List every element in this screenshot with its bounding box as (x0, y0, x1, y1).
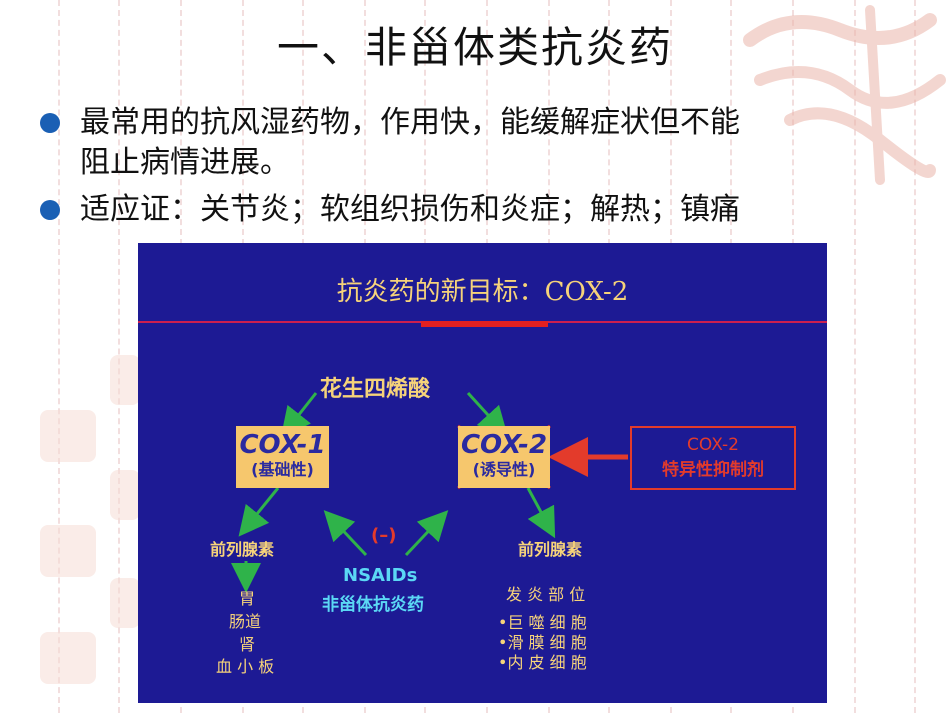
specific-inhibitor-line1: COX-2 (687, 435, 739, 455)
decorative-seal-logo (743, 5, 946, 185)
decorative-seal-small (40, 632, 96, 684)
left-prostaglandin-label: 前列腺素 (210, 540, 275, 559)
decorative-seal-small (40, 525, 96, 577)
arrow-to-cox1 (280, 392, 318, 438)
left-target: 肠道 (229, 612, 262, 631)
source-label: 花生四烯酸 (320, 376, 431, 402)
right-cell-item: •滑 膜 细 胞 (498, 633, 587, 652)
title-accent-bar (421, 321, 548, 327)
cox1-name: COX-1 (239, 430, 326, 460)
bullet-dot-icon (40, 113, 60, 133)
arrow-cox2-to-pg (526, 487, 556, 539)
cox2-name: COX-2 (460, 430, 548, 460)
bullet-item: 最常用的抗风湿药物，作用快，能缓解症状但不能 阻止病情进展。 (40, 103, 740, 183)
cox1-type: (基础性) (251, 460, 314, 479)
arrow-cox1-to-pg (238, 487, 280, 537)
background-guide (854, 0, 856, 713)
bullet-item: 适应证：关节炎；软组织损伤和炎症；解热；镇痛 (40, 190, 740, 230)
cox1-box: COX-1 (基础性) (236, 426, 329, 488)
arrow-to-cox2 (466, 391, 509, 438)
right-cell-item: •巨 噬 细 胞 (498, 613, 587, 632)
right-effect-label: 发 炎 部 位 (506, 585, 586, 604)
bullet-text-line: 适应证：关节炎；软组织损伤和炎症；解热；镇痛 (80, 192, 740, 227)
left-target: 胃 (239, 589, 256, 608)
decorative-seal-small (110, 355, 140, 405)
diagram-title: 抗炎药的新目标：COX-2 (336, 277, 629, 307)
right-cell-item: •内 皮 细 胞 (498, 653, 587, 672)
specific-inhibitor-box: COX-2 特异性抑制剂 (630, 426, 796, 490)
bullet-dot-icon (40, 200, 60, 220)
inhibit-sign: (–) (371, 525, 397, 546)
nsaids-label: NSAIDs (343, 565, 418, 586)
slide-title: 一、非甾体类抗炎药 (276, 23, 673, 72)
bullet-text-line: 阻止病情进展。 (80, 145, 290, 180)
cox-diagram-panel: 抗炎药的新目标：COX-2 花生四烯酸 COX-1 (基础性) COX-2 (诱… (138, 243, 827, 703)
decorative-seal-small (110, 470, 140, 520)
bullet-text-line: 最常用的抗风湿药物，作用快，能缓解症状但不能 (80, 105, 740, 140)
background-guide (58, 0, 60, 713)
background-guide (914, 0, 916, 713)
cox2-box: COX-2 (诱导性) (458, 426, 550, 488)
decorative-seal-small (110, 578, 140, 628)
left-target: 血 小 板 (216, 657, 275, 676)
arrow-nsaids-to-cox1 (323, 510, 368, 557)
nsaids-chinese-label: 非甾体抗炎药 (322, 595, 424, 615)
specific-inhibitor-line2: 特异性抑制剂 (662, 460, 764, 480)
right-prostaglandin-label: 前列腺素 (518, 540, 583, 559)
left-target: 肾 (239, 635, 256, 654)
arrow-nsaids-to-cox2 (404, 510, 449, 557)
cox2-type: (诱导性) (472, 460, 536, 479)
decorative-seal-small (40, 410, 96, 462)
